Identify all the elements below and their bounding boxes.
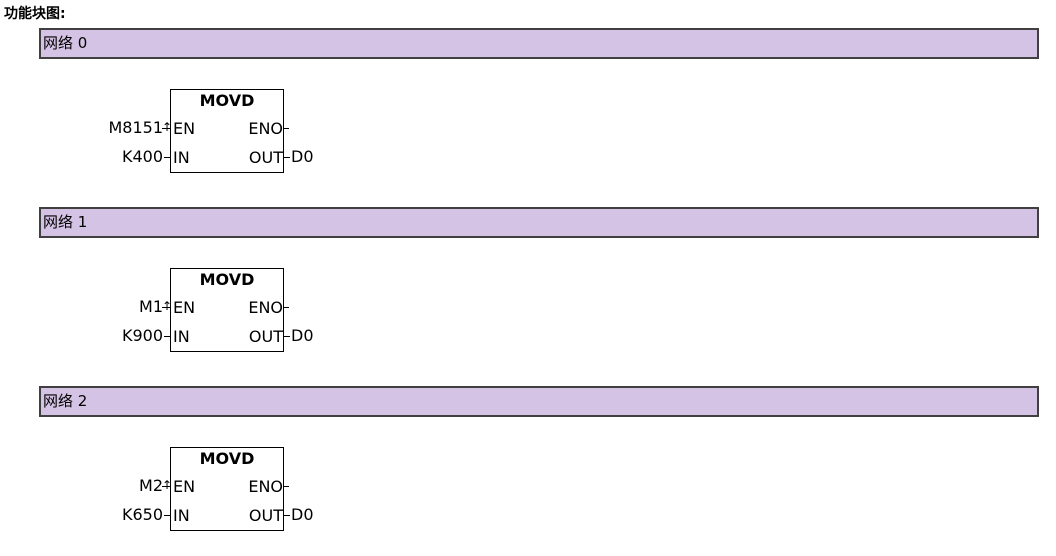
eno-wire: [283, 128, 289, 129]
pin-out: OUT: [248, 327, 283, 346]
network-0: 网络 0 M8151 ↑ K400 MOVD EN IN ENO OUT D0: [0, 28, 1056, 198]
rising-edge-icon: ↑: [162, 120, 173, 134]
network-label: 网络 2: [43, 392, 88, 410]
block-name: MOVD: [199, 270, 255, 289]
rising-edge-icon: ↑: [162, 299, 173, 313]
in-wire: [164, 157, 170, 158]
en-operand: M1: [139, 297, 163, 316]
eno-wire: [283, 486, 289, 487]
en-operand: M8151: [108, 118, 163, 137]
out-wire: [283, 336, 290, 337]
out-wire: [283, 157, 290, 158]
en-wire: [162, 307, 170, 308]
eno-wire: [283, 307, 289, 308]
rising-edge-icon: ↑: [162, 478, 173, 492]
network-header[interactable]: 网络 1: [39, 207, 1039, 238]
in-operand: K400: [121, 147, 163, 166]
pin-in: IN: [173, 506, 190, 525]
network-header[interactable]: 网络 0: [39, 28, 1039, 59]
in-operand: K900: [121, 326, 163, 345]
movd-block[interactable]: MOVD EN IN ENO OUT: [170, 89, 284, 173]
pin-in: IN: [173, 327, 190, 346]
pin-en: EN: [173, 477, 196, 496]
pin-out: OUT: [248, 148, 283, 167]
pin-eno: ENO: [248, 298, 283, 317]
network-2: 网络 2 M2 ↑ K650 MOVD EN IN ENO OUT D0: [0, 386, 1056, 556]
out-operand: D0: [291, 147, 314, 166]
en-wire: [162, 486, 170, 487]
pin-in: IN: [173, 148, 190, 167]
out-operand: D0: [291, 505, 314, 524]
pin-en: EN: [173, 119, 196, 138]
block-name: MOVD: [199, 91, 255, 110]
in-wire: [164, 336, 170, 337]
network-header[interactable]: 网络 2: [39, 386, 1039, 417]
in-operand: K650: [121, 505, 163, 524]
pin-eno: ENO: [248, 119, 283, 138]
en-operand: M2: [139, 476, 163, 495]
movd-block[interactable]: MOVD EN IN ENO OUT: [170, 447, 284, 531]
network-label: 网络 0: [43, 34, 88, 52]
in-wire: [164, 515, 170, 516]
network-label: 网络 1: [43, 213, 88, 231]
out-operand: D0: [291, 326, 314, 345]
pin-en: EN: [173, 298, 196, 317]
pin-out: OUT: [248, 506, 283, 525]
page-title: 功能块图:: [4, 6, 66, 22]
out-wire: [283, 515, 290, 516]
movd-block[interactable]: MOVD EN IN ENO OUT: [170, 268, 284, 352]
pin-eno: ENO: [248, 477, 283, 496]
en-wire: [162, 128, 170, 129]
network-1: 网络 1 M1 ↑ K900 MOVD EN IN ENO OUT D0: [0, 207, 1056, 377]
block-name: MOVD: [199, 449, 255, 468]
